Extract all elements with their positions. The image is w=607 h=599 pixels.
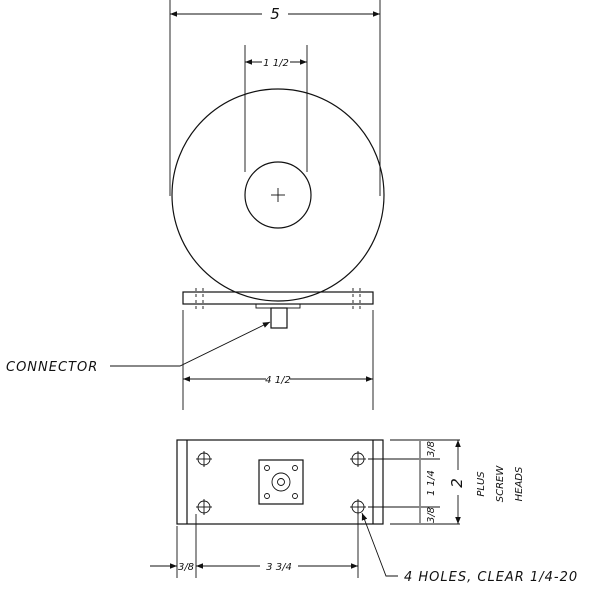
dim-hub-diameter: 1 1/2 (263, 58, 289, 69)
mounting-hole-tr (350, 451, 366, 467)
dim-base-depth: 2 (448, 478, 466, 488)
dim-hole-spacing-v: 1 1/4 (426, 470, 437, 496)
dim-overall-width: 5 (270, 5, 280, 23)
base-plate (182, 291, 374, 305)
mounting-hole-br (350, 499, 366, 515)
dim-margin-bottom: 3/8 (426, 507, 437, 523)
dim-hole-offset: 3/8 (178, 562, 194, 573)
hub-circle (244, 161, 312, 229)
connector-leader (110, 321, 271, 367)
mounting-hole-tl (196, 451, 212, 467)
note-heads: HEADS (514, 466, 525, 501)
holes-leader (361, 512, 398, 577)
note-plus: PLUS (476, 471, 487, 497)
base-bottom-strip (255, 303, 301, 309)
connector-flange (258, 459, 304, 505)
bottom-view: 3/8 1 1/4 3/8 2 PLUS SCREW HEADS 3/8 3 3… (150, 439, 578, 585)
note-screw: SCREW (495, 465, 506, 503)
front-view: 5 1 1/2 CONNECTOR 4 1/2 (6, 0, 385, 410)
mounting-hole-bl (196, 499, 212, 515)
connector-stub (270, 307, 288, 329)
label-holes: 4 HOLES, CLEAR 1/4-20 (404, 570, 578, 585)
label-connector: CONNECTOR (6, 360, 98, 375)
dim-margin-top: 3/8 (426, 441, 437, 457)
dim-base-width: 4 1/2 (265, 375, 291, 386)
base-outline (176, 439, 384, 525)
dim-hole-spacing-h: 3 3/4 (266, 562, 292, 573)
disc-outline (171, 88, 385, 302)
